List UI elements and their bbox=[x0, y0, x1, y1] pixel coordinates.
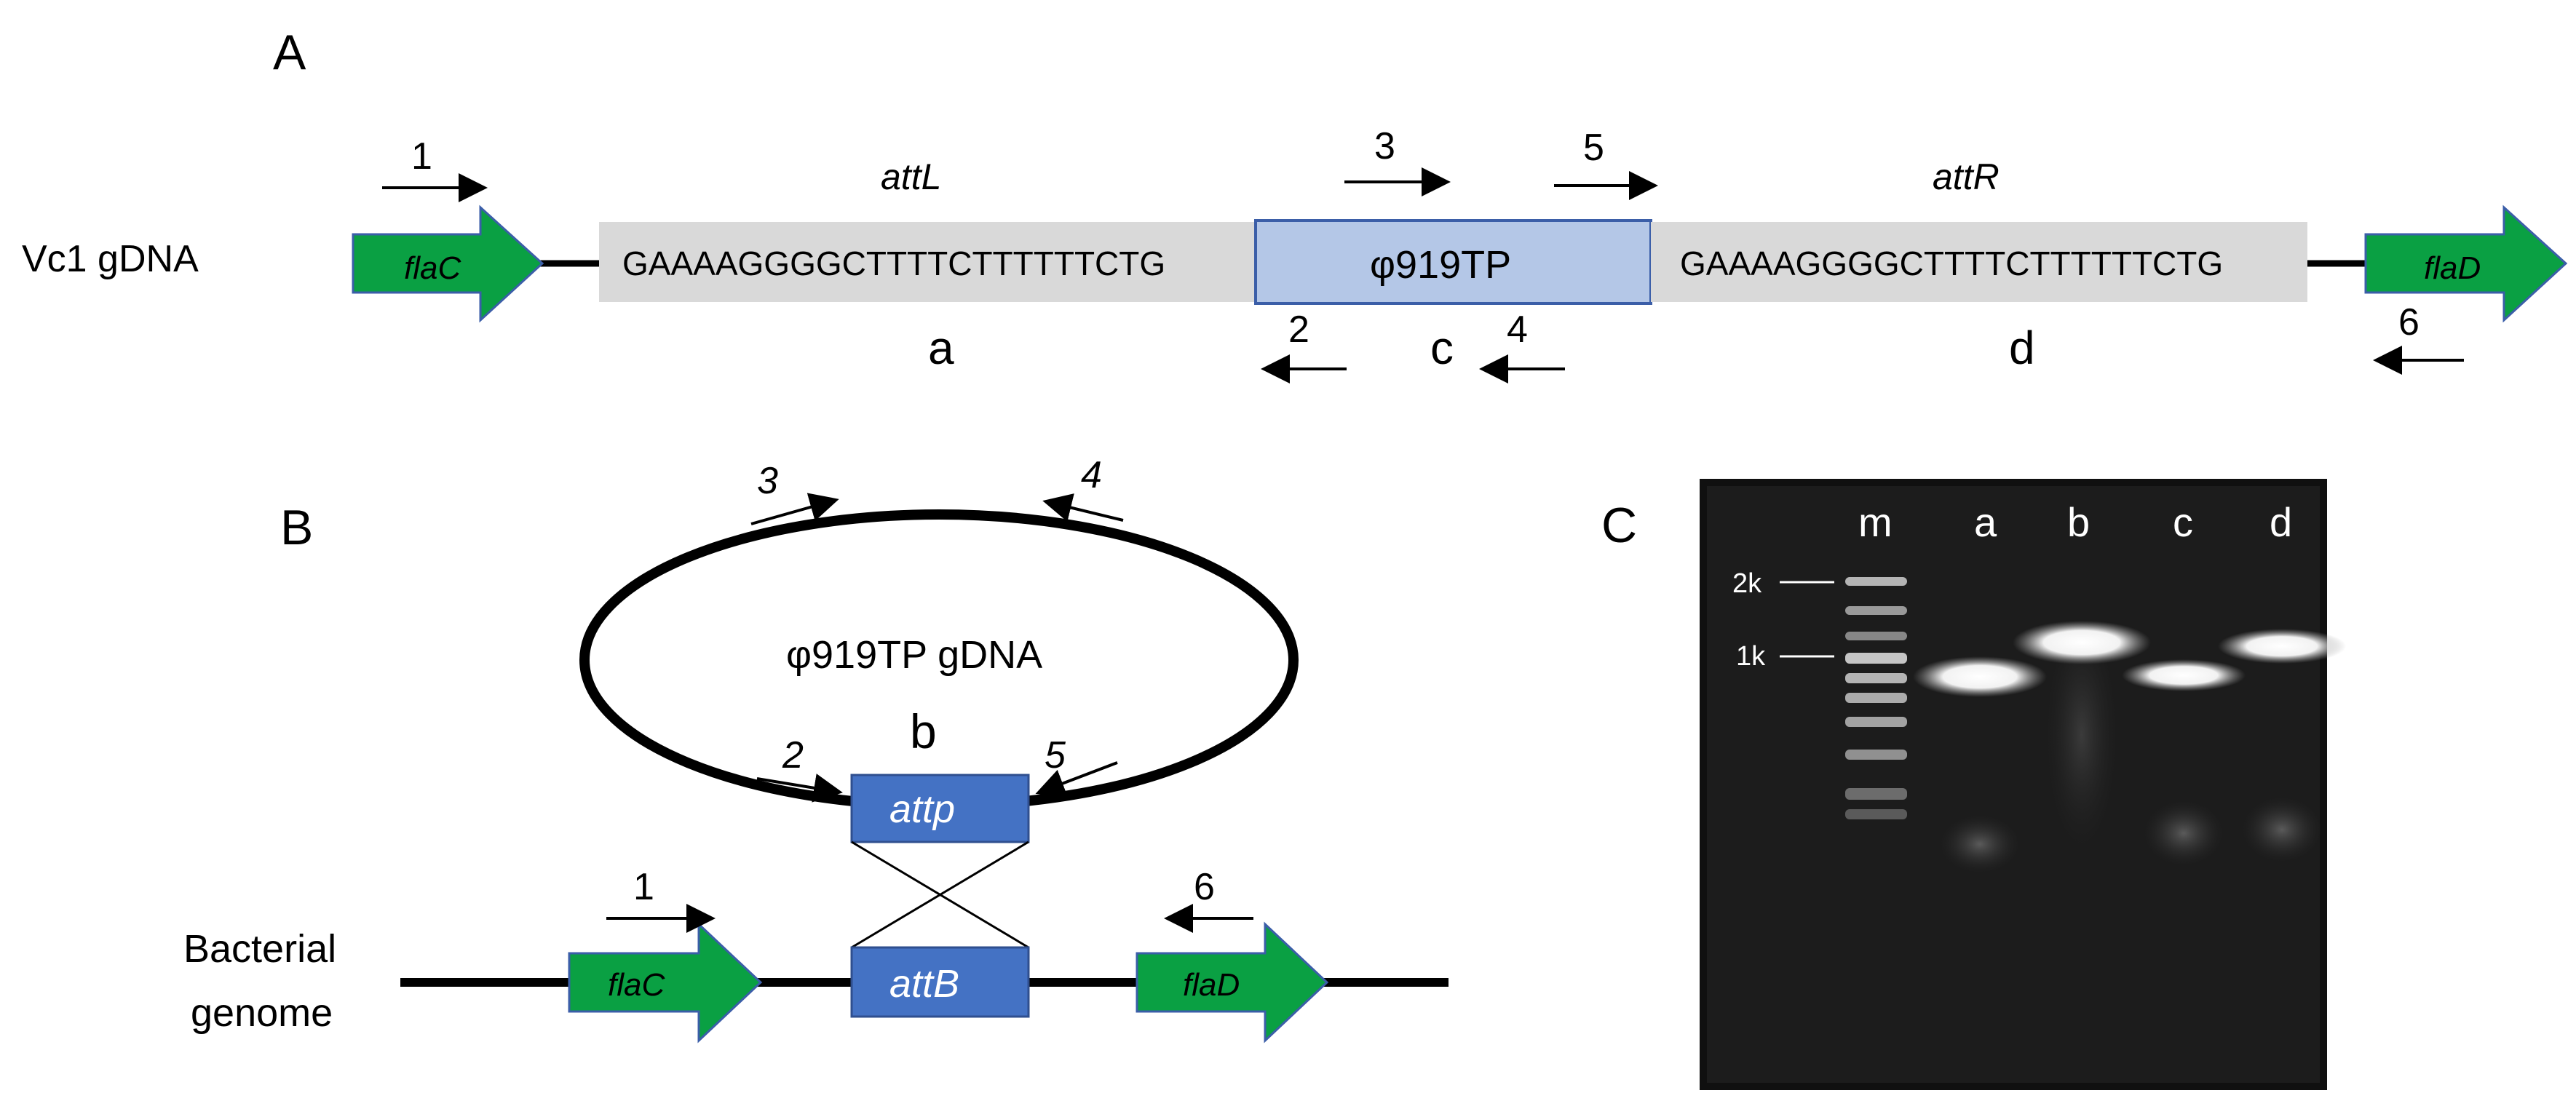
attb-box bbox=[850, 946, 1030, 1018]
ladder-band bbox=[1845, 788, 1907, 800]
crossover-line-2 bbox=[851, 840, 1029, 949]
attr-region bbox=[1651, 222, 2307, 302]
ladder-band bbox=[1845, 632, 1907, 640]
phage-label: φ919TP bbox=[1370, 243, 1511, 287]
ladder-band bbox=[1845, 606, 1907, 615]
ladder-band bbox=[1845, 653, 1907, 664]
flad-label-a: flaD bbox=[2424, 250, 2481, 286]
smear-lane-d bbox=[2242, 797, 2322, 862]
flad-gene-arrow-a bbox=[2364, 204, 2568, 323]
panel-a: A Vc1 gDNA flaC GAAAAGGGGCTTTTCTTTTTTCTG… bbox=[22, 25, 2568, 383]
lane-label-a: a bbox=[1974, 499, 1997, 545]
lane-label-c: c bbox=[2173, 499, 2193, 545]
attp-label: attp bbox=[889, 787, 955, 831]
primer-3-label-a: 3 bbox=[1374, 125, 1395, 167]
primer-6-label-b: 6 bbox=[1194, 866, 1215, 908]
attp-box bbox=[850, 774, 1030, 843]
ladder-band bbox=[1845, 717, 1907, 727]
flac-gene-arrow-b bbox=[568, 921, 763, 1044]
flac-gene-arrow-a bbox=[352, 204, 544, 323]
product-d-label: d bbox=[2009, 322, 2035, 374]
ladder-band bbox=[1845, 673, 1907, 683]
primer-4-label-b: 4 bbox=[1081, 454, 1102, 496]
ladder-band bbox=[1845, 750, 1907, 760]
primer-2-arrow-b bbox=[756, 774, 843, 803]
lane-label-b: b bbox=[2067, 499, 2090, 545]
phage-genome-label: φ919TP gDNA bbox=[786, 633, 1042, 677]
product-a-label: a bbox=[928, 322, 954, 374]
attl-region bbox=[599, 222, 1256, 302]
attr-label: attR bbox=[1933, 156, 2000, 197]
primer-4-arrow-b bbox=[1042, 493, 1124, 522]
primer-5-arrow-b bbox=[1035, 761, 1118, 798]
attl-label: attL bbox=[881, 156, 941, 197]
genome-label-line2: genome bbox=[191, 991, 333, 1035]
panel-b: B φ919TP gDNA b attp attB flaC flaD Bact… bbox=[183, 454, 1448, 1044]
flad-label-b: flaD bbox=[1183, 967, 1240, 1003]
gel-image bbox=[1703, 482, 2323, 1086]
smear-lane-b bbox=[2045, 619, 2118, 851]
panel-c: C m a b c d 2k 1k bbox=[1601, 479, 2346, 1090]
ladder-band bbox=[1845, 577, 1907, 586]
row-label-vc1: Vc1 gDNA bbox=[22, 238, 199, 280]
gel-vignette bbox=[1700, 479, 2327, 1090]
primer-4-label-a: 4 bbox=[1507, 309, 1528, 351]
smear-lane-a bbox=[1940, 815, 2020, 873]
ladder-bands bbox=[1845, 577, 1907, 819]
primer-3-label-b: 3 bbox=[757, 460, 778, 502]
genome-label-line1: Bacterial bbox=[183, 927, 336, 971]
primer-2-label-b: 2 bbox=[782, 734, 804, 776]
marker-label-1k: 1k bbox=[1736, 641, 1766, 672]
band-lane-a bbox=[1913, 656, 2047, 697]
band-lane-d bbox=[2218, 629, 2346, 664]
flad-gene-arrow-b bbox=[1136, 921, 1329, 1044]
primer-3-arrow-b bbox=[750, 493, 839, 525]
band-lane-c bbox=[2122, 659, 2246, 691]
smear-lane-c bbox=[2144, 800, 2224, 866]
primer-5-label-a: 5 bbox=[1583, 127, 1604, 169]
primer-1-label-b: 1 bbox=[633, 866, 654, 908]
ladder-band bbox=[1845, 809, 1907, 819]
primer-2-label-a: 2 bbox=[1288, 309, 1309, 351]
lane-label-d: d bbox=[2270, 499, 2292, 545]
flac-label-a: flaC bbox=[404, 250, 461, 286]
panel-a-letter: A bbox=[273, 25, 306, 80]
primer-6-label-a: 6 bbox=[2398, 301, 2420, 343]
attb-label: attB bbox=[889, 962, 959, 1006]
lane-label-m: m bbox=[1858, 499, 1893, 545]
flac-label-b: flaC bbox=[608, 967, 665, 1003]
attl-sequence: GAAAAGGGGCTTTTCTTTTTTCTG bbox=[622, 245, 1165, 282]
primer-1-label-a: 1 bbox=[411, 135, 432, 178]
panel-c-letter: C bbox=[1601, 498, 1637, 553]
primer-5-label-b: 5 bbox=[1045, 734, 1066, 776]
band-lane-b bbox=[2013, 621, 2151, 664]
marker-label-2k: 2k bbox=[1732, 568, 1762, 599]
panel-b-letter: B bbox=[280, 500, 313, 555]
product-c-label: c bbox=[1430, 322, 1454, 374]
ladder-band bbox=[1845, 693, 1907, 703]
attr-sequence: GAAAAGGGGCTTTTCTTTTTTCTG bbox=[1680, 245, 2223, 282]
product-b-label: b bbox=[910, 704, 937, 758]
